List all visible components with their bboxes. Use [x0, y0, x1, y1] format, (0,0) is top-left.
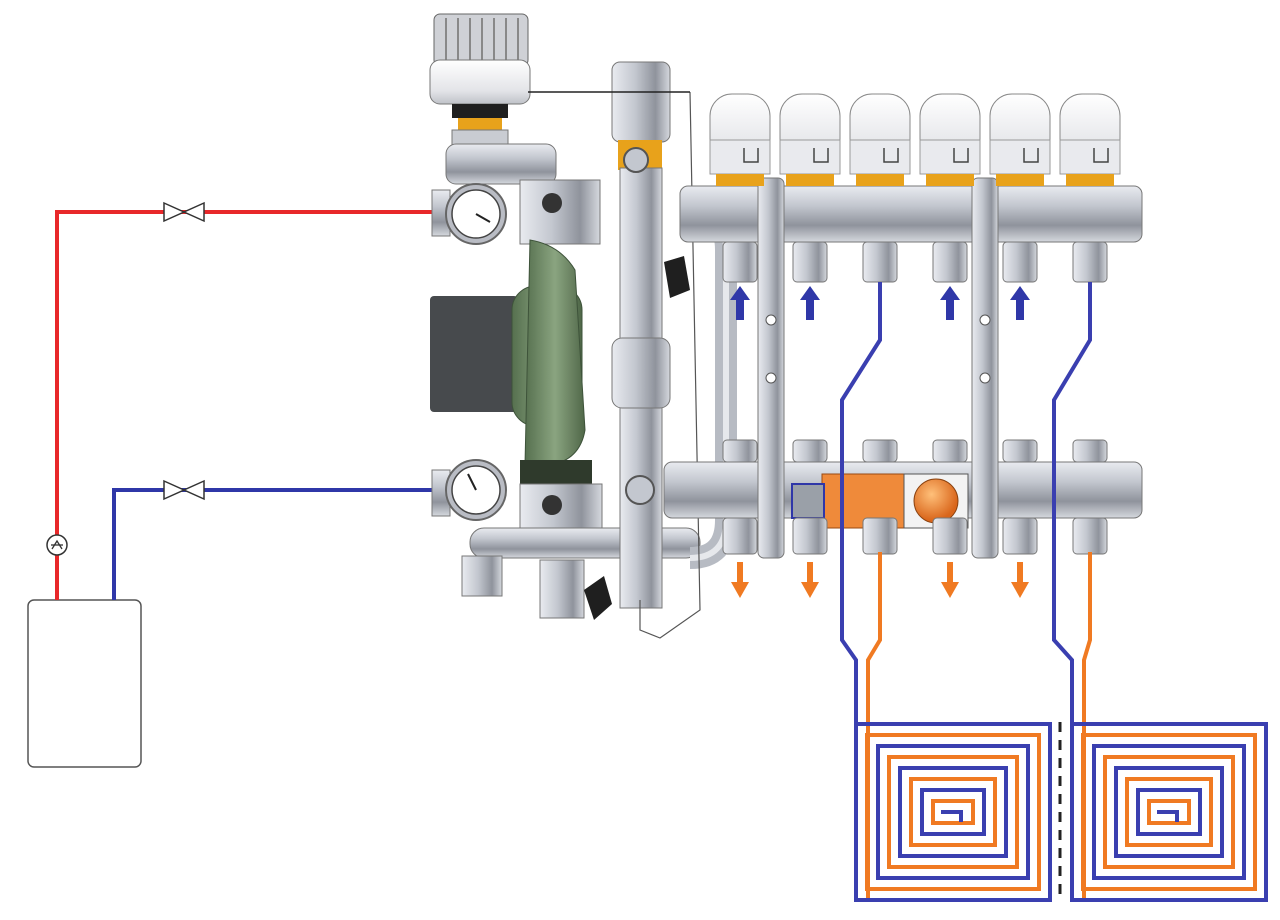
return-thermometer-icon: [445, 459, 507, 521]
return-flow-arrow-icon: [940, 286, 960, 320]
supply-manifold: [679, 185, 1143, 243]
column-valve-handle-icon: [664, 256, 690, 298]
supply-outlet-2: [792, 241, 828, 283]
heating-loop-2: [1070, 722, 1268, 902]
manifold-bracket: [971, 177, 999, 559]
return-flow-arrow-icon: [1010, 286, 1030, 320]
return-flow-arrow-icon: [800, 286, 820, 320]
supply-flow-arrow-icon: [941, 562, 959, 598]
return-outlet-4: [932, 439, 968, 555]
flow-arrows: [730, 286, 1030, 598]
boiler: [27, 599, 142, 768]
return-outlet-3: [862, 439, 898, 555]
supply-outlet-5: [1002, 241, 1038, 283]
underfloor-heating-loops: [854, 722, 1268, 902]
actuator-5: [989, 93, 1051, 186]
supply-outlet-1: [722, 241, 758, 283]
air-vent-column: [528, 61, 701, 639]
boiler-pump-icon: [46, 534, 68, 556]
supply-flow-arrow-icon: [731, 562, 749, 598]
drain-valve-handle-icon: [584, 576, 612, 620]
actuator-6: [1059, 93, 1121, 186]
supply-outlet-4: [932, 241, 968, 283]
supply-flow-arrow-icon: [1011, 562, 1029, 598]
return-flow-arrow-icon: [730, 286, 750, 320]
supply-outlet-3: [862, 241, 898, 283]
supply-flow-arrow-icon: [801, 562, 819, 598]
return-outlet-5: [1002, 439, 1038, 555]
thermoelectric-actuators: [709, 93, 1121, 186]
actuator-2: [779, 93, 841, 186]
supply-outlet-6: [1072, 241, 1108, 283]
return-outlet-1: [722, 439, 758, 555]
return-outlet-2: [792, 439, 828, 555]
circulation-pump: [430, 239, 592, 484]
flow-meter: [791, 473, 969, 529]
manifold-outlets: [722, 241, 1108, 555]
supply-thermometer-icon: [445, 183, 507, 245]
supply-valve-icon: [163, 201, 205, 223]
supply-pipe: [46, 201, 435, 600]
manifold-bracket: [757, 177, 785, 559]
heating-loop-1: [854, 722, 1052, 902]
actuator-4: [919, 93, 981, 186]
return-pipe: [112, 479, 435, 600]
actuator-3: [849, 93, 911, 186]
thermostatic-mixing-valve: [429, 13, 531, 147]
return-outlet-6: [1072, 439, 1108, 555]
actuator-1: [709, 93, 771, 186]
return-valve-icon: [163, 479, 205, 501]
